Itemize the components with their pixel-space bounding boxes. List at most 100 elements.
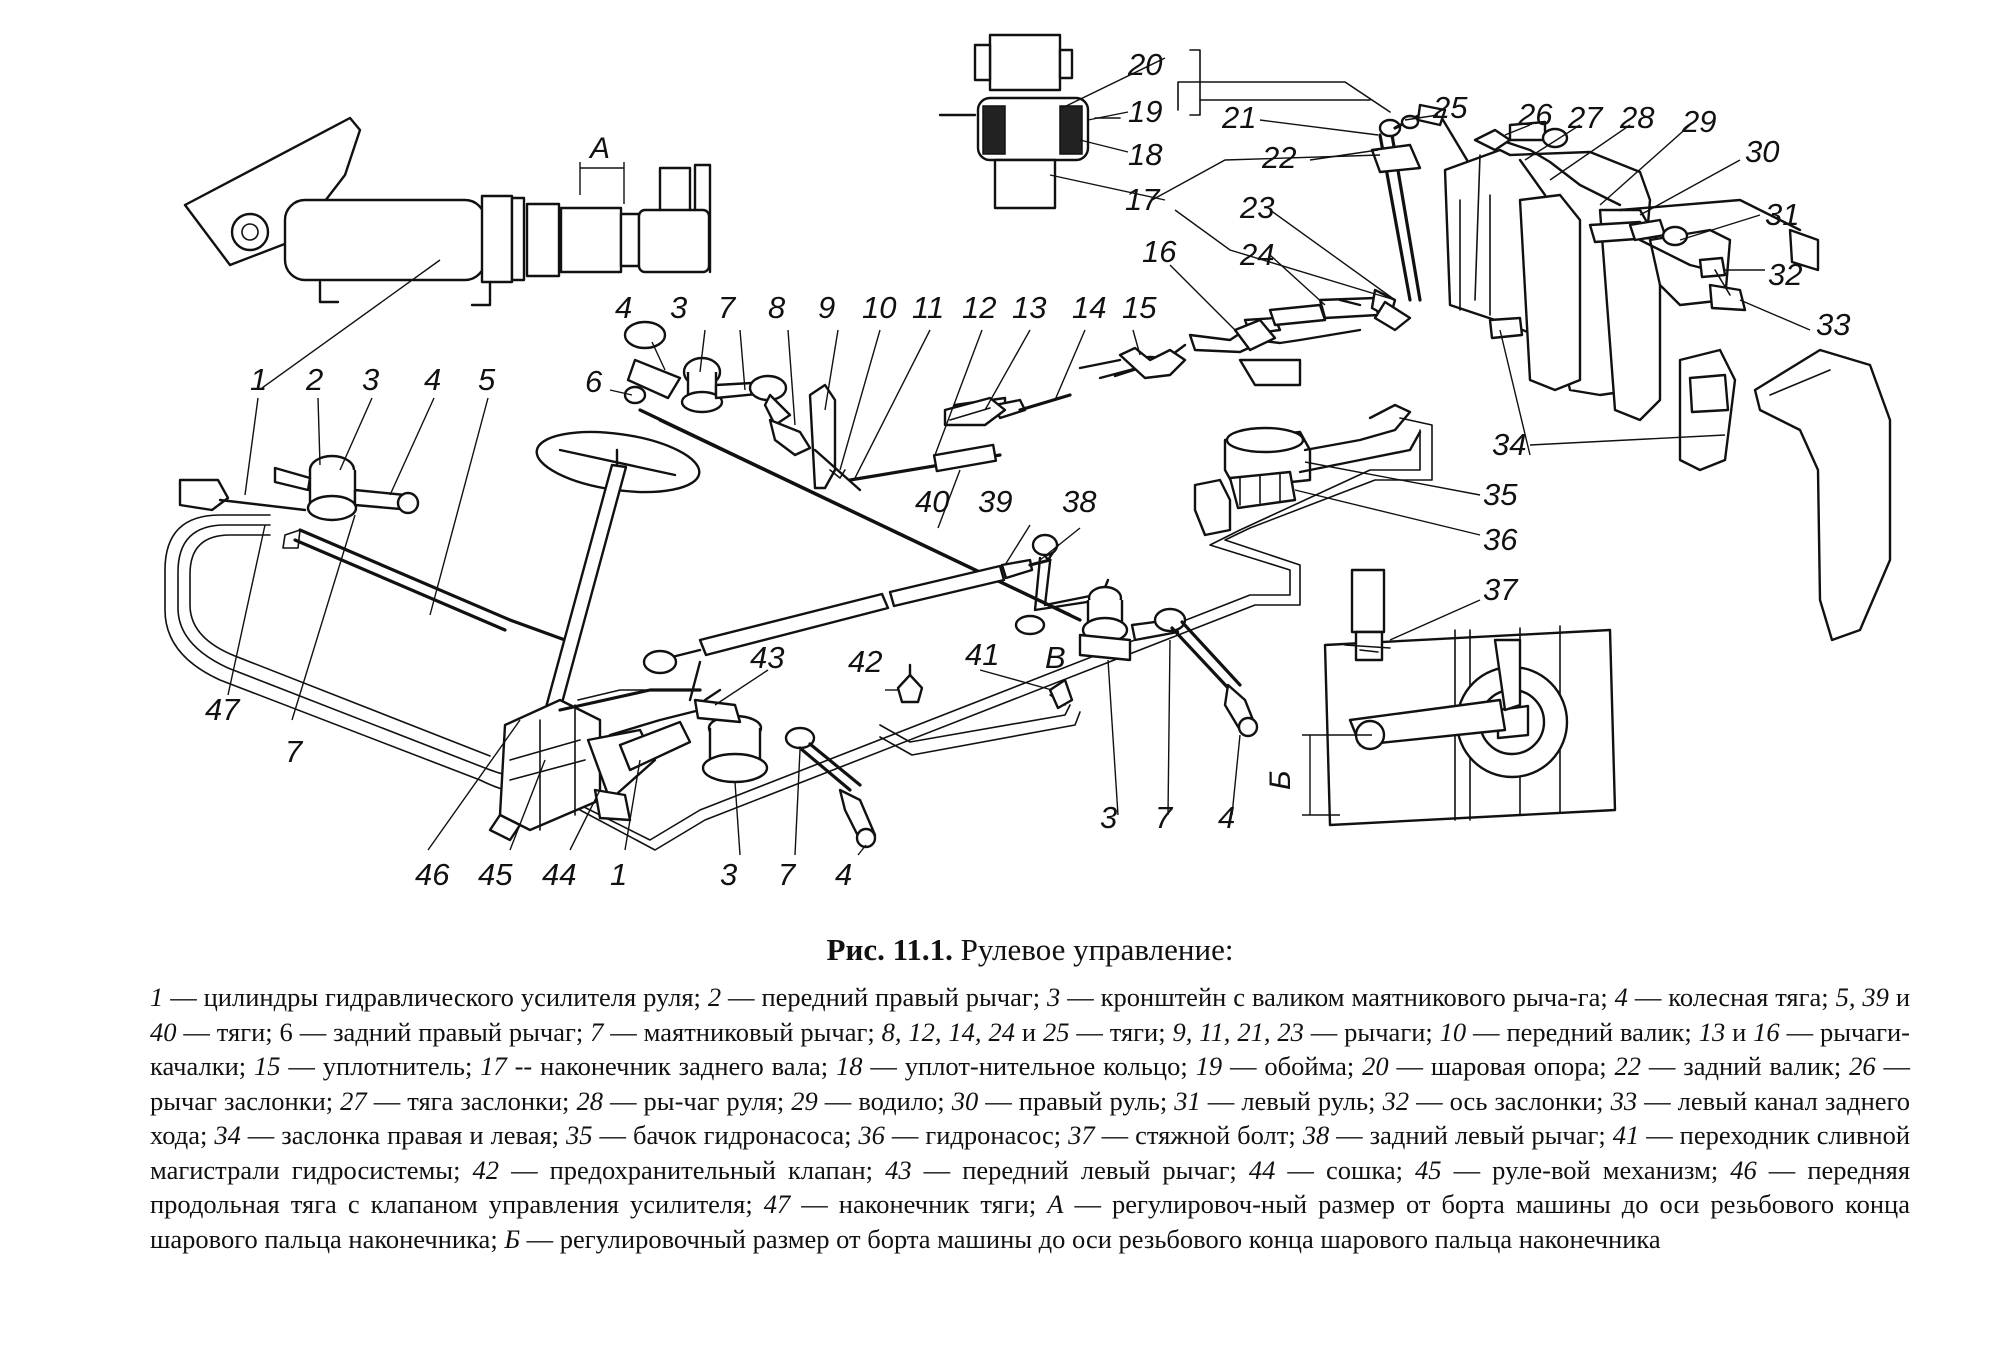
rear-shaft-linkage [1233, 103, 1472, 352]
callout-18: 18 [1128, 137, 1163, 172]
legend-number: 36 [858, 1120, 885, 1150]
rear-left-channel [1753, 348, 1892, 642]
callout-16: 16 [1142, 234, 1177, 269]
legend-number: 34 [214, 1120, 241, 1150]
callout-3-mid: 3 [670, 290, 687, 325]
callout-7-mid: 7 [718, 290, 737, 325]
legend-description: — бачок гидронасоса; [592, 1120, 859, 1150]
callout-22: 22 [1261, 140, 1296, 175]
legend-number: 25 [1042, 1016, 1070, 1047]
legend-description: — задний валик; [1641, 1051, 1850, 1081]
longitudinal-rods [642, 533, 1110, 702]
legend-description: — кронштейн с валиком маятникового рыча-… [1060, 982, 1615, 1012]
legend-number: А [1047, 1189, 1064, 1219]
legend-description: — передний валик; [1466, 1016, 1699, 1047]
legend-number: 37 [1068, 1120, 1095, 1150]
legend-number: 8, 12, 14, 24 [881, 1016, 1015, 1047]
legend-number: 40 [150, 1016, 177, 1047]
legend-number: 4 [1614, 982, 1628, 1012]
callout-7-bottom: 7 [778, 857, 797, 892]
callout-4-left: 4 [424, 362, 441, 397]
callout-29: 29 [1681, 104, 1716, 139]
callout-7-left: 7 [285, 734, 304, 769]
legend-description: — цилиндры гидравлического усилителя рул… [163, 982, 708, 1012]
callout-19: 19 [1128, 94, 1162, 129]
legend-description: — обойма; [1222, 1051, 1363, 1081]
legend-description: — передний левый рычаг; [911, 1154, 1249, 1185]
front-left-lever-43 [693, 688, 877, 849]
legend-description: — ось заслонки; [1409, 1085, 1611, 1116]
callout-26: 26 [1517, 97, 1553, 132]
figure-caption: Рис. 11.1. Рулевое управление: 1 — цилин… [150, 932, 1910, 1256]
callout-20: 20 [1127, 47, 1162, 82]
legend-number: Б [504, 1223, 520, 1254]
legend-number: 46 [1730, 1154, 1757, 1185]
legend-description: — правый руль; [978, 1085, 1175, 1116]
legend-number: 43 [885, 1154, 912, 1185]
rear-shaft-seal-detail [938, 33, 1391, 210]
hydraulic-tank-pump [1193, 403, 1422, 537]
legend-number: 17 [480, 1051, 507, 1081]
legend-description: — ры-чаг руля; [602, 1085, 792, 1116]
callout-38: 38 [1062, 484, 1097, 519]
steering-gear-box [488, 688, 722, 842]
front-left-linkage [623, 320, 1187, 622]
callout-17: 17 [1125, 182, 1161, 217]
steering-wheel [535, 430, 701, 727]
legend-description: — сошка; [1275, 1154, 1416, 1185]
callout-4-mid: 4 [615, 290, 632, 325]
legend-description: — тяги; 6 — задний правый рычаг; [176, 1016, 591, 1047]
legend-number: 15 [254, 1051, 281, 1081]
legend-number: 33 [1610, 1085, 1638, 1116]
legend-number: 29 [791, 1085, 818, 1116]
legend-number: 20 [1362, 1051, 1389, 1081]
front-right-lever-assembly [178, 454, 567, 642]
legend-number: 30 [951, 1085, 979, 1116]
legend-number: 3 [1047, 982, 1061, 1012]
legend-number: 45 [1415, 1154, 1442, 1185]
legend-description: — тяги; [1069, 1016, 1173, 1047]
adjustment-detail-B [1302, 568, 1617, 827]
callout-13: 13 [1012, 290, 1046, 325]
callout-1-top: 1 [250, 362, 267, 397]
legend-description: — гидронасос; [884, 1120, 1069, 1150]
legend-description: — регулировочный размер от борта машины … [519, 1223, 1661, 1254]
callout-28: 28 [1619, 100, 1655, 135]
callout-47: 47 [205, 692, 241, 727]
dimension-B: Б [1264, 770, 1297, 790]
legend-description: — задний левый рычаг; [1329, 1120, 1613, 1150]
legend-number: 19 [1195, 1051, 1223, 1081]
callout-40: 40 [915, 484, 949, 519]
callout-27: 27 [1567, 100, 1604, 135]
callout-3-right: 3 [1100, 800, 1117, 835]
legend-number: 13 [1698, 1016, 1726, 1047]
callout-labels: 1 2 3 4 5 47 7 4 3 7 8 9 10 11 12 13 14 … [205, 47, 1850, 892]
legend-number: 16 [1753, 1016, 1780, 1047]
callout-6: 6 [585, 364, 603, 399]
legend-description: — передний правый рычаг; [721, 982, 1048, 1012]
callout-39: 39 [978, 484, 1012, 519]
legend-number: 22 [1614, 1051, 1642, 1081]
callout-32: 32 [1768, 257, 1802, 292]
callout-33: 33 [1816, 307, 1850, 342]
callout-23: 23 [1239, 190, 1274, 225]
leader-lines [227, 114, 1811, 856]
legend-number: 1 [150, 982, 164, 1012]
callout-4-bottom: 4 [835, 857, 852, 892]
legend-number: 2 [707, 982, 722, 1012]
callout-8: 8 [768, 290, 786, 325]
legend-description: — уплот-нительное кольцо; [862, 1051, 1196, 1081]
callout-41: 41 [965, 637, 999, 672]
legend-description: — передняя продольная тяга с клапаном уп… [150, 1154, 1911, 1220]
legend-description: — стяжной болт; [1094, 1120, 1303, 1150]
legend-description: — наконечник тяги; [790, 1189, 1048, 1219]
callout-43: 43 [750, 640, 784, 675]
relief-valve [896, 663, 1074, 710]
legend-description: — рычаги; [1303, 1016, 1440, 1047]
legend-description: и [1014, 1016, 1043, 1047]
callout-V: В [1045, 640, 1066, 675]
legend-description: — левый руль; [1200, 1085, 1383, 1116]
legend-description: — уплотнитель; [280, 1051, 481, 1081]
steering-system-diagram: 1 2 3 4 5 47 7 4 3 7 8 9 10 11 12 13 14 … [164, 33, 1892, 892]
legend-number: 42 [472, 1154, 500, 1185]
